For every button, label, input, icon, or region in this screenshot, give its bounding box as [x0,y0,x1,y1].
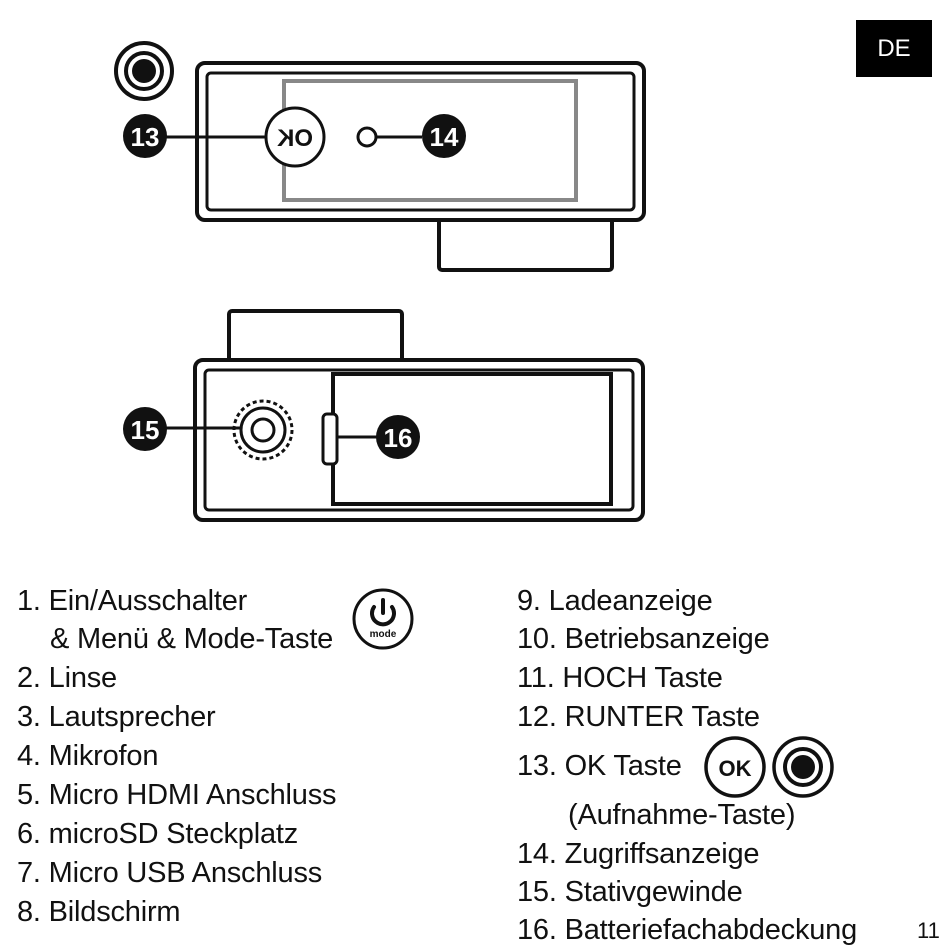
page-number: 11 [917,918,940,943]
legend-item-14: 14. Zugriffsanzeige [517,838,760,870]
callout-15: 15 [123,407,167,451]
svg-text:OK: OK [719,756,752,781]
legend-item-2: 2. Linse [17,662,117,694]
legend-item-1-cont: & Menü & Mode-Taste [50,623,334,655]
legend-item-13-cont: (Aufnahme-Taste) [568,799,796,831]
legend-item-8: 8. Bildschirm [17,896,181,928]
camera-top-view: OK [166,61,646,272]
svg-text:mode: mode [370,629,397,640]
callout-13: 13 [123,114,167,158]
legend-item-15: 15. Stativgewinde [517,876,743,908]
svg-text:14: 14 [430,122,459,152]
callout-16: 16 [376,415,420,459]
camera-bottom-view [166,309,645,522]
legend-item-4: 4. Mikrofon [17,740,159,772]
language-badge: DE [856,20,932,77]
svg-text:13: 13 [131,122,160,152]
legend-item-10: 10. Betriebsanzeige [517,623,770,655]
legend-item-3: 3. Lautsprecher [17,701,216,733]
legend-item-9: 9. Ladeanzeige [517,585,713,617]
legend-item-6: 6. microSD Steckplatz [17,818,299,850]
power-mode-icon: mode [352,588,414,650]
legend-item-16: 16. Batteriefachabdeckung [517,914,858,946]
legend-item-11: 11. HOCH Taste [517,662,723,694]
ok-button-icon: OK [704,736,766,798]
record-icon [772,736,834,798]
svg-text:16: 16 [384,423,413,453]
legend-item-7: 7. Micro USB Anschluss [17,857,323,889]
tripod-thread-icon [232,399,294,461]
legend-item-1: 1. Ein/Ausschalter [17,585,248,617]
legend-item-12: 12. RUNTER Taste [517,701,760,733]
callout-14: 14 [422,114,466,158]
legend-item-5: 5. Micro HDMI Anschluss [17,779,337,811]
legend-item-13: 13. OK Taste [517,750,682,782]
svg-text:OK: OK [276,125,313,152]
record-button-icon [114,41,174,101]
svg-text:15: 15 [131,415,160,445]
access-indicator [356,126,378,148]
